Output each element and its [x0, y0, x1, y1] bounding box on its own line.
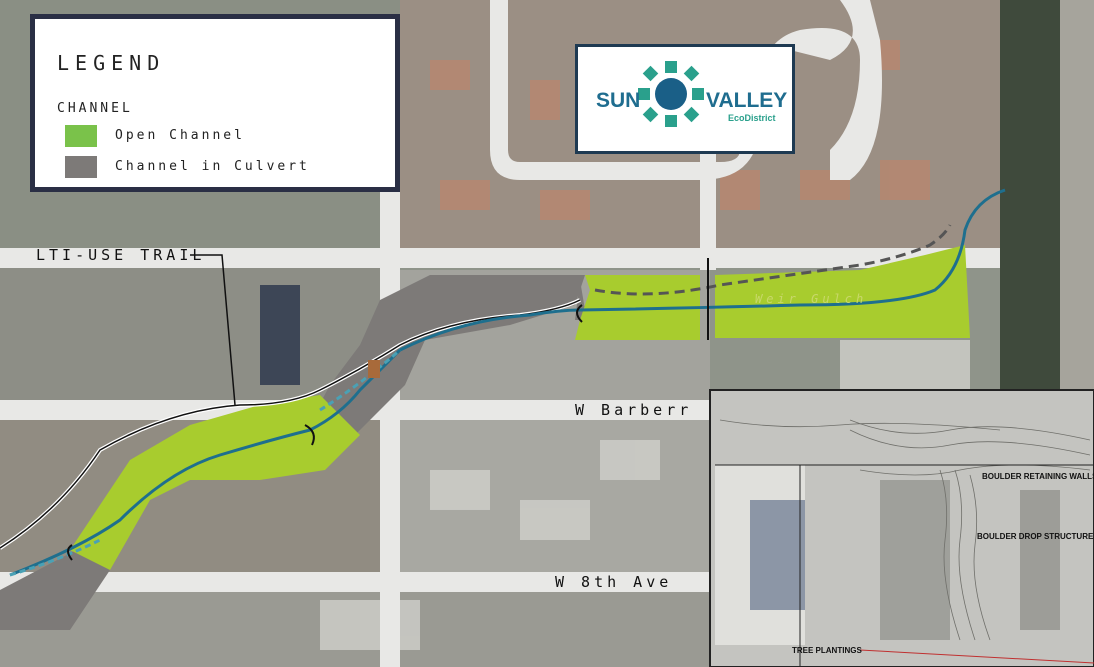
culvert-swatch: [65, 156, 97, 178]
open-channel-swatch: [65, 125, 97, 147]
legend-item-label: Channel in Culvert: [115, 159, 310, 174]
channel-name-label: Weir Gulch: [755, 292, 868, 306]
sun-logo-icon: [638, 61, 704, 127]
logo-tagline: EcoDistrict: [728, 113, 776, 123]
detail-label-drop-structures: BOULDER DROP STRUCTURES: [977, 532, 1094, 541]
legend-title: LEGEND: [57, 51, 166, 75]
street-label-barberry: W Barberr: [575, 401, 693, 419]
sun-valley-logo: SUN VALLEY EcoDistrict: [575, 44, 795, 154]
detail-label-retaining-walls: BOULDER RETAINING WALLS: [982, 472, 1094, 481]
legend-section-label: CHANNEL: [57, 101, 133, 116]
map-legend: LEGEND CHANNEL Open Channel Channel in C…: [30, 14, 400, 192]
trail-label: LTI-USE TRAIL: [36, 246, 206, 264]
legend-item-label: Open Channel: [115, 128, 245, 143]
detail-label-tree-plantings: TREE PLANTINGS: [792, 646, 862, 655]
logo-word-valley: VALLEY: [706, 89, 788, 112]
logo-word-sun: SUN: [596, 89, 641, 112]
street-label-8th-ave: W 8th Ave: [555, 573, 673, 591]
